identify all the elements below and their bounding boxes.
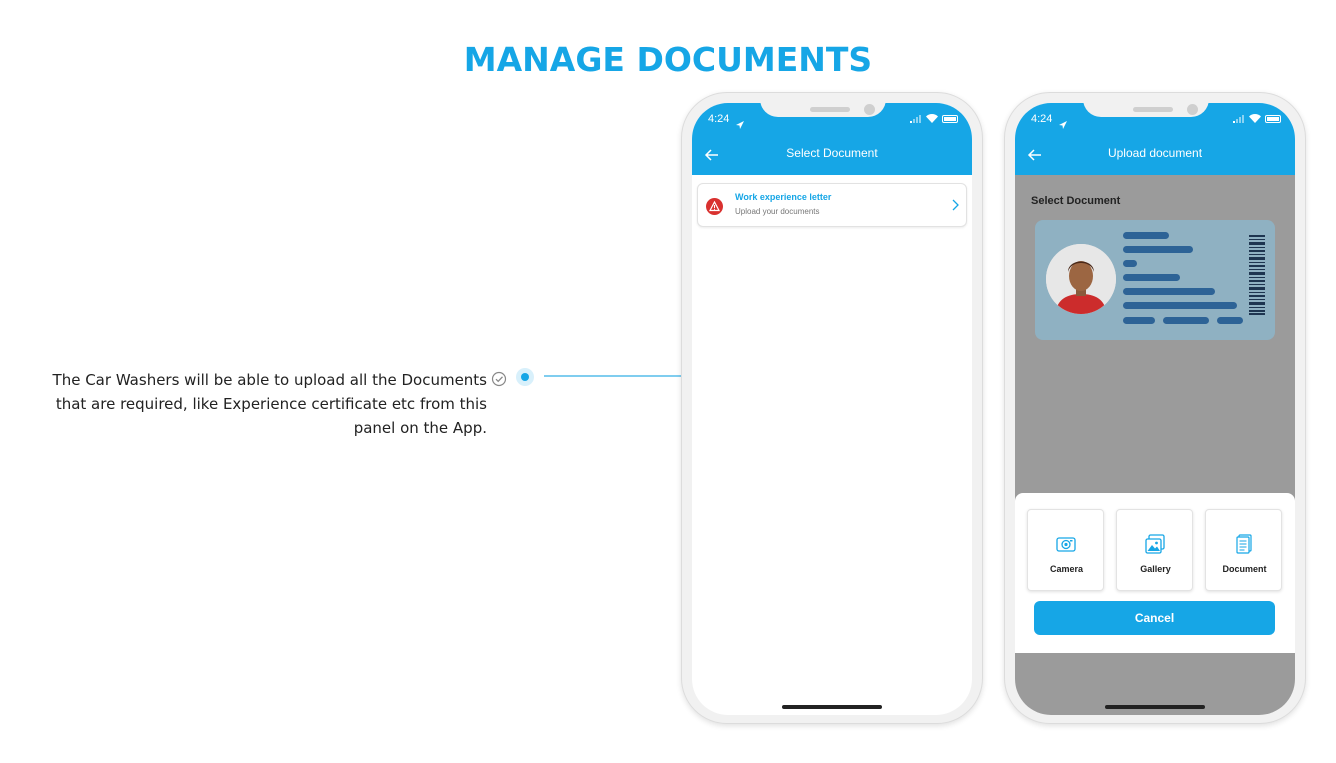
document-option-label: Document — [1222, 564, 1267, 574]
id-card-illustration — [1035, 220, 1275, 340]
id-card-line — [1123, 274, 1180, 281]
chevron-right-icon — [952, 199, 959, 211]
annotation-connector — [544, 375, 682, 377]
wifi-icon — [1249, 114, 1261, 123]
signal-icon — [910, 114, 921, 123]
status-time: 4:24 — [1031, 113, 1053, 125]
phone-screen: 4:24 Upload document Select Document — [1015, 103, 1295, 715]
cancel-button[interactable]: Cancel — [1034, 601, 1275, 635]
section-label: Select Document — [1031, 195, 1121, 207]
phone-speaker — [1133, 107, 1173, 112]
phone-camera — [864, 104, 875, 115]
id-card-line — [1123, 246, 1193, 253]
app-bar: Upload document — [1015, 135, 1295, 175]
phone-upload-document: 4:24 Upload document Select Document — [1004, 92, 1306, 724]
gallery-option-label: Gallery — [1140, 564, 1171, 574]
id-card-line — [1123, 317, 1155, 324]
document-icon — [1236, 534, 1252, 554]
location-icon — [736, 114, 744, 133]
location-icon — [1059, 114, 1067, 133]
barcode — [1249, 235, 1265, 315]
gallery-option[interactable]: Gallery — [1116, 509, 1193, 591]
battery-icon — [1265, 114, 1281, 123]
document-item-title: Work experience letter — [735, 192, 832, 202]
arrow-left-icon[interactable] — [1027, 147, 1043, 163]
check-circle-icon — [491, 371, 507, 387]
phone-select-document: 4:24 Select Document Work exper — [681, 92, 983, 724]
appbar-title: Select Document — [786, 146, 878, 160]
status-time: 4:24 — [708, 113, 730, 125]
phone-screen: 4:24 Select Document Work exper — [692, 103, 972, 715]
camera-option-label: Camera — [1049, 564, 1084, 574]
document-item-subtitle: Upload your documents — [735, 207, 820, 216]
home-indicator — [1105, 705, 1205, 709]
phone-speaker — [810, 107, 850, 112]
arrow-left-icon[interactable] — [704, 147, 720, 163]
app-bar: Select Document — [692, 135, 972, 175]
id-card-line — [1123, 260, 1137, 267]
phone-camera — [1187, 104, 1198, 115]
camera-icon — [1056, 537, 1076, 552]
gallery-icon — [1145, 534, 1165, 554]
annotation-text: The Car Washers will be able to upload a… — [52, 371, 487, 437]
signal-icon — [1233, 114, 1244, 123]
annotation-marker — [516, 368, 534, 386]
id-card-line — [1123, 232, 1169, 239]
status-icons — [910, 114, 958, 123]
status-icons — [1233, 114, 1281, 123]
id-card-line — [1217, 317, 1243, 324]
camera-option[interactable]: Camera — [1027, 509, 1104, 591]
wifi-icon — [926, 114, 938, 123]
id-card-line — [1163, 317, 1209, 324]
page-title: MANAGE DOCUMENTS — [463, 40, 873, 79]
status-bar: 4:24 — [1015, 103, 1295, 135]
home-indicator — [782, 705, 882, 709]
avatar — [1046, 244, 1116, 314]
document-item-work-experience[interactable]: Work experience letter Upload your docum… — [697, 183, 967, 227]
id-card-line — [1123, 302, 1237, 309]
battery-icon — [942, 114, 958, 123]
upload-options-sheet: Camera Gallery — [1015, 493, 1295, 653]
appbar-title: Upload document — [1107, 146, 1203, 160]
id-card-line — [1123, 288, 1215, 295]
document-option[interactable]: Document — [1205, 509, 1282, 591]
warning-icon — [706, 198, 723, 215]
